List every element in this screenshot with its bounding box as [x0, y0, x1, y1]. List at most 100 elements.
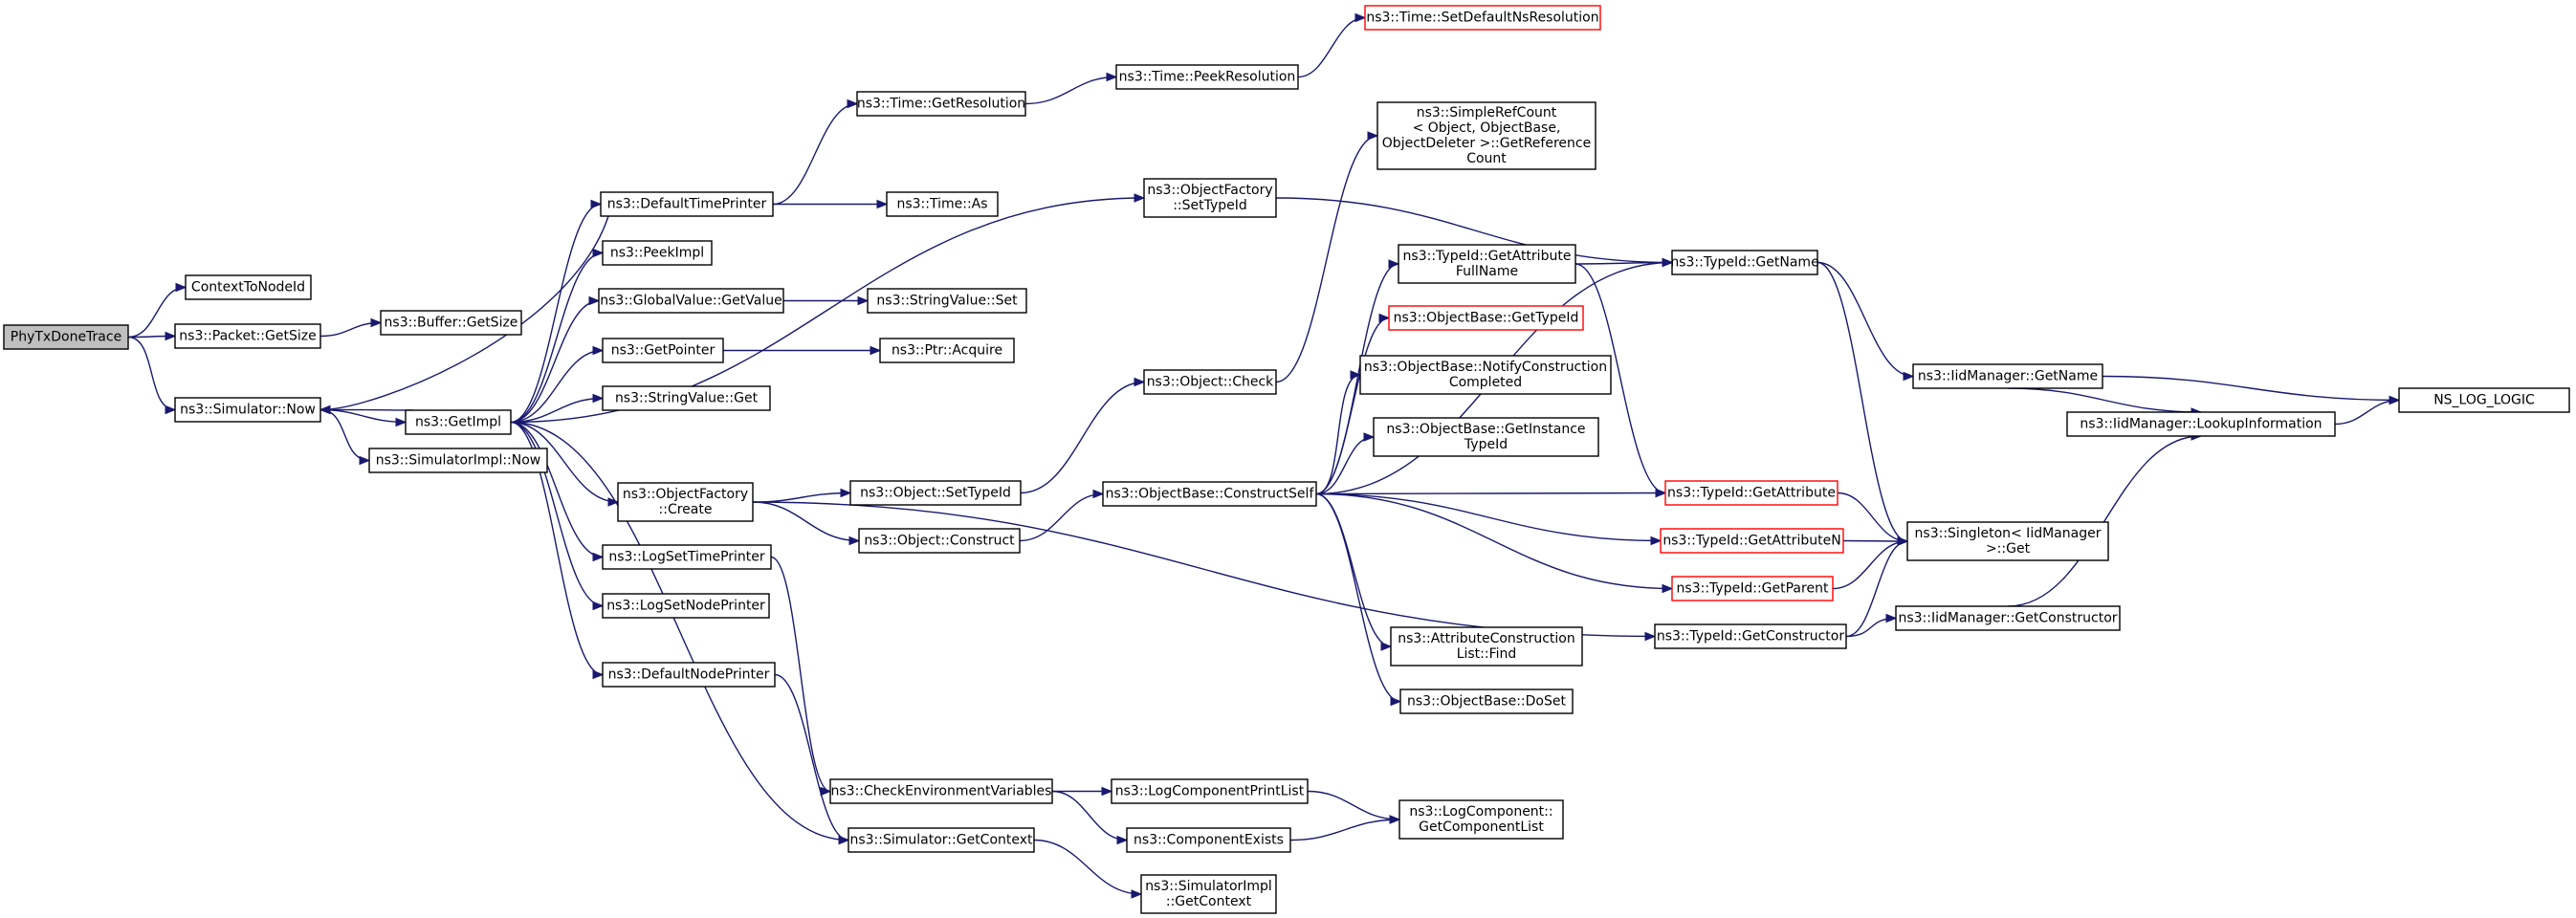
graph-node-svget[interactable]: ns3::StringValue::Get [602, 385, 771, 411]
node-label: ns3::GetImpl [415, 415, 501, 430]
node-label: ns3::Simulator::GetContext [849, 833, 1033, 848]
node-label: ns3::StringValue::Set [876, 294, 1018, 309]
call-edge-simgetctx-to-simimplctx [1033, 839, 1143, 899]
graph-node-gvget[interactable]: ns3::GlobalValue::GetValue [598, 288, 784, 314]
call-edge-objsettid-to-objcheck [1020, 377, 1146, 494]
call-edge-root-to-pktsize [127, 331, 177, 341]
graph-node-obdoset[interactable]: ns3::ObjectBase::DoSet [1399, 688, 1574, 714]
call-edge-getimpl-to-simnow [319, 404, 414, 415]
graph-node-ofsettid[interactable]: ns3::ObjectFactory::SetTypeId [1143, 178, 1277, 218]
graph-node-objcheck[interactable]: ns3::Object::Check [1143, 369, 1277, 395]
graph-node-singleton[interactable]: ns3::Singleton< IidManager>::Get [1906, 521, 2109, 561]
call-edge-getimpl-to-defnode [510, 421, 605, 680]
node-label: ns3::IidManager::GetName [1918, 369, 2098, 384]
graph-node-getimpl[interactable]: ns3::GetImpl [405, 409, 512, 435]
node-label: ns3::CheckEnvironmentVariables [831, 784, 1052, 799]
graph-node-timegetres[interactable]: ns3::Time::GetResolution [856, 91, 1026, 117]
node-label: ns3::PeekImpl [610, 246, 704, 261]
node-label: ns3::GlobalValue::GetValue [600, 294, 782, 309]
graph-node-ptracq[interactable]: ns3::Ptr::Acquire [879, 338, 1015, 363]
graph-node-simimplctx[interactable]: ns3::SimulatorImpl::GetContext [1140, 874, 1277, 914]
call-edge-obconstructself-to-acfind [1315, 492, 1393, 651]
call-edge-ofcreate-to-objconstruct [752, 501, 861, 546]
node-label: ns3::SimpleRefCount [1417, 105, 1557, 120]
graph-node-svset[interactable]: ns3::StringValue::Set [867, 288, 1027, 314]
graph-node-checkenv[interactable]: ns3::CheckEnvironmentVariables [829, 778, 1053, 804]
call-edge-getimpl-to-logsettime [510, 421, 605, 562]
graph-node-ctx[interactable]: ContextToNodeId [185, 274, 312, 300]
node-label: ns3::Time::As [896, 197, 987, 212]
graph-node-iidgetctor[interactable]: ns3::IidManager::GetConstructor [1895, 605, 2121, 631]
graph-node-timepeek[interactable]: ns3::Time::PeekResolution [1115, 64, 1299, 90]
graph-node-obnotify[interactable]: ns3::ObjectBase::NotifyConstructionCompl… [1359, 355, 1612, 395]
node-label: ns3::DefaultNodePrinter [608, 667, 770, 683]
graph-node-tidgetparent[interactable]: ns3::TypeId::GetParent [1671, 576, 1834, 601]
node-label: ContextToNodeId [191, 280, 305, 295]
graph-node-getptr[interactable]: ns3::GetPointer [602, 338, 724, 363]
graph-node-tidgetctor[interactable]: ns3::TypeId::GetConstructor [1654, 623, 1847, 649]
graph-node-bufsize[interactable]: ns3::Buffer::GetSize [380, 310, 522, 336]
graph-node-timeas[interactable]: ns3::Time::As [886, 191, 999, 217]
graph-node-refcount[interactable]: ns3::SimpleRefCount< Object, ObjectBase,… [1376, 101, 1596, 170]
call-edge-simnow-to-simimplnow [319, 408, 371, 466]
node-label: ns3::ObjectBase::ConstructSelf [1106, 487, 1315, 502]
graph-node-tidgetname[interactable]: ns3::TypeId::GetName [1670, 250, 1819, 275]
graph-node-iidlookup[interactable]: ns3::IidManager::LookupInformation [2066, 411, 2336, 437]
graph-node-root[interactable]: PhyTxDoneTrace [3, 324, 129, 350]
node-label: TypeId [1464, 437, 1508, 452]
node-label: List::Find [1457, 646, 1517, 662]
call-edge-tidgetattrfull-to-tidgetattr [1574, 263, 1667, 498]
call-edge-tidgetctor-to-iidgetctor [1845, 613, 1898, 638]
node-label: FullName [1456, 264, 1518, 279]
node-label: ns3::TypeId::GetAttribute [1667, 486, 1836, 501]
graph-node-lcgetlist[interactable]: ns3::LogComponent::GetComponentList [1398, 799, 1564, 840]
graph-node-ofcreate[interactable]: ns3::ObjectFactory::Create [617, 482, 754, 522]
graph-node-simgetctx[interactable]: ns3::Simulator::GetContext [848, 827, 1035, 853]
node-label: ::GetContext [1166, 894, 1252, 909]
node-label: PhyTxDoneTrace [11, 330, 121, 345]
call-edge-timepeek-to-timesetdef [1297, 12, 1367, 78]
call-edge-obconstructself-to-obdoset [1315, 492, 1402, 707]
call-edge-getptr-to-ptracq [722, 345, 882, 356]
node-label: ns3::ObjectBase::NotifyConstruction [1364, 360, 1607, 375]
graph-node-objsettid[interactable]: ns3::Object::SetTypeId [849, 480, 1022, 506]
graph-node-simimplnow[interactable]: ns3::SimulatorImpl::Now [368, 448, 548, 473]
graph-node-compexists[interactable]: ns3::ComponentExists [1126, 827, 1291, 853]
graph-node-peekimpl[interactable]: ns3::PeekImpl [602, 240, 713, 266]
node-label: ns3::IidManager::GetConstructor [1898, 611, 2117, 626]
call-edge-compexists-to-lcgetlist [1289, 815, 1401, 842]
graph-node-nslog[interactable]: NS_LOG_LOGIC [2398, 387, 2570, 413]
graph-node-logsetnode[interactable]: ns3::LogSetNodePrinter [602, 593, 770, 619]
node-label: ns3::Packet::GetSize [179, 329, 316, 344]
call-edge-root-to-ctx [127, 282, 187, 339]
call-edge-tidgetname-to-iidgetname [1816, 261, 1915, 382]
call-edge-timegetres-to-timepeek [1024, 72, 1118, 105]
graph-node-iidgetname[interactable]: ns3::IidManager::GetName [1912, 363, 2103, 389]
graph-node-objconstruct[interactable]: ns3::Object::Construct [858, 528, 1021, 554]
graph-node-logcomplist[interactable]: ns3::LogComponentPrintList [1111, 778, 1309, 804]
graph-node-deftime[interactable]: ns3::DefaultTimePrinter [600, 191, 774, 217]
graph-node-obgettid[interactable]: ns3::ObjectBase::GetTypeId [1388, 305, 1584, 331]
call-edge-simnow-to-getimpl [319, 408, 407, 427]
call-edge-ofcreate-to-tidgetctor [752, 501, 1657, 642]
graph-node-tidgetattrn[interactable]: ns3::TypeId::GetAttributeN [1660, 528, 1844, 554]
call-edge-deftime-to-simnow [319, 215, 609, 415]
node-label: ns3::Time::GetResolution [857, 97, 1025, 112]
call-edge-tidgetattr-to-singleton [1837, 492, 1909, 546]
node-label: ns3::LogComponentPrintList [1115, 784, 1305, 799]
graph-node-defnode[interactable]: ns3::DefaultNodePrinter [602, 662, 776, 688]
call-edge-obconstructself-to-obgettid [1315, 313, 1391, 495]
graph-node-logsettime[interactable]: ns3::LogSetTimePrinter [602, 544, 772, 570]
node-label: < Object, ObjectBase, [1413, 120, 1561, 136]
graph-node-tidgetattr[interactable]: ns3::TypeId::GetAttribute [1664, 480, 1838, 506]
graph-node-timesetdef[interactable]: ns3::Time::SetDefaultNsResolution [1364, 5, 1601, 31]
call-edge-objcheck-to-refcount [1275, 131, 1379, 383]
graph-node-pktsize[interactable]: ns3::Packet::GetSize [174, 323, 321, 349]
graph-node-simnow[interactable]: ns3::Simulator::Now [174, 397, 321, 423]
call-edge-logcomplist-to-lcgetlist [1307, 790, 1401, 824]
graph-node-obconstructself[interactable]: ns3::ObjectBase::ConstructSelf [1102, 481, 1317, 507]
